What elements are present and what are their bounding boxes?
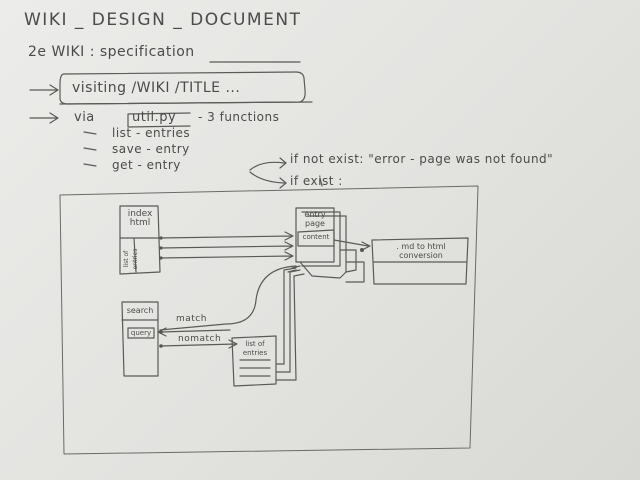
document-title: WIKI _ DESIGN _ DOCUMENT — [24, 10, 302, 30]
search-label: search — [126, 306, 154, 315]
edge-nomatch-label: nomatch — [178, 334, 222, 344]
visiting-route: visiting /WIKI /TITLE ... — [72, 80, 241, 96]
index-html-label: index html — [127, 209, 153, 228]
content-label: content — [302, 233, 330, 241]
arrow-icon — [29, 84, 59, 96]
condition-not-exist: if not exist: "error - page was not foun… — [290, 152, 554, 166]
function-list-entries: list - entries — [112, 126, 191, 140]
list-of-entries-label: list of entries — [242, 340, 268, 357]
md-to-html-label: . md to html conversion — [396, 242, 446, 260]
index-side-label: list of entries — [123, 248, 139, 270]
query-label: query — [130, 329, 152, 337]
via-prefix: via — [74, 110, 95, 125]
function-save-entry: save - entry — [112, 142, 190, 156]
util-file: util.py — [132, 110, 177, 125]
function-get-entry: get - entry — [112, 158, 181, 172]
entry-page-label: entry page — [304, 210, 326, 228]
spec-line: 2e WIKI : specification — [28, 44, 195, 60]
edge-match-label: match — [176, 314, 207, 324]
condition-exist: if exist : — [290, 174, 343, 188]
via-suffix: - 3 functions — [198, 110, 280, 124]
